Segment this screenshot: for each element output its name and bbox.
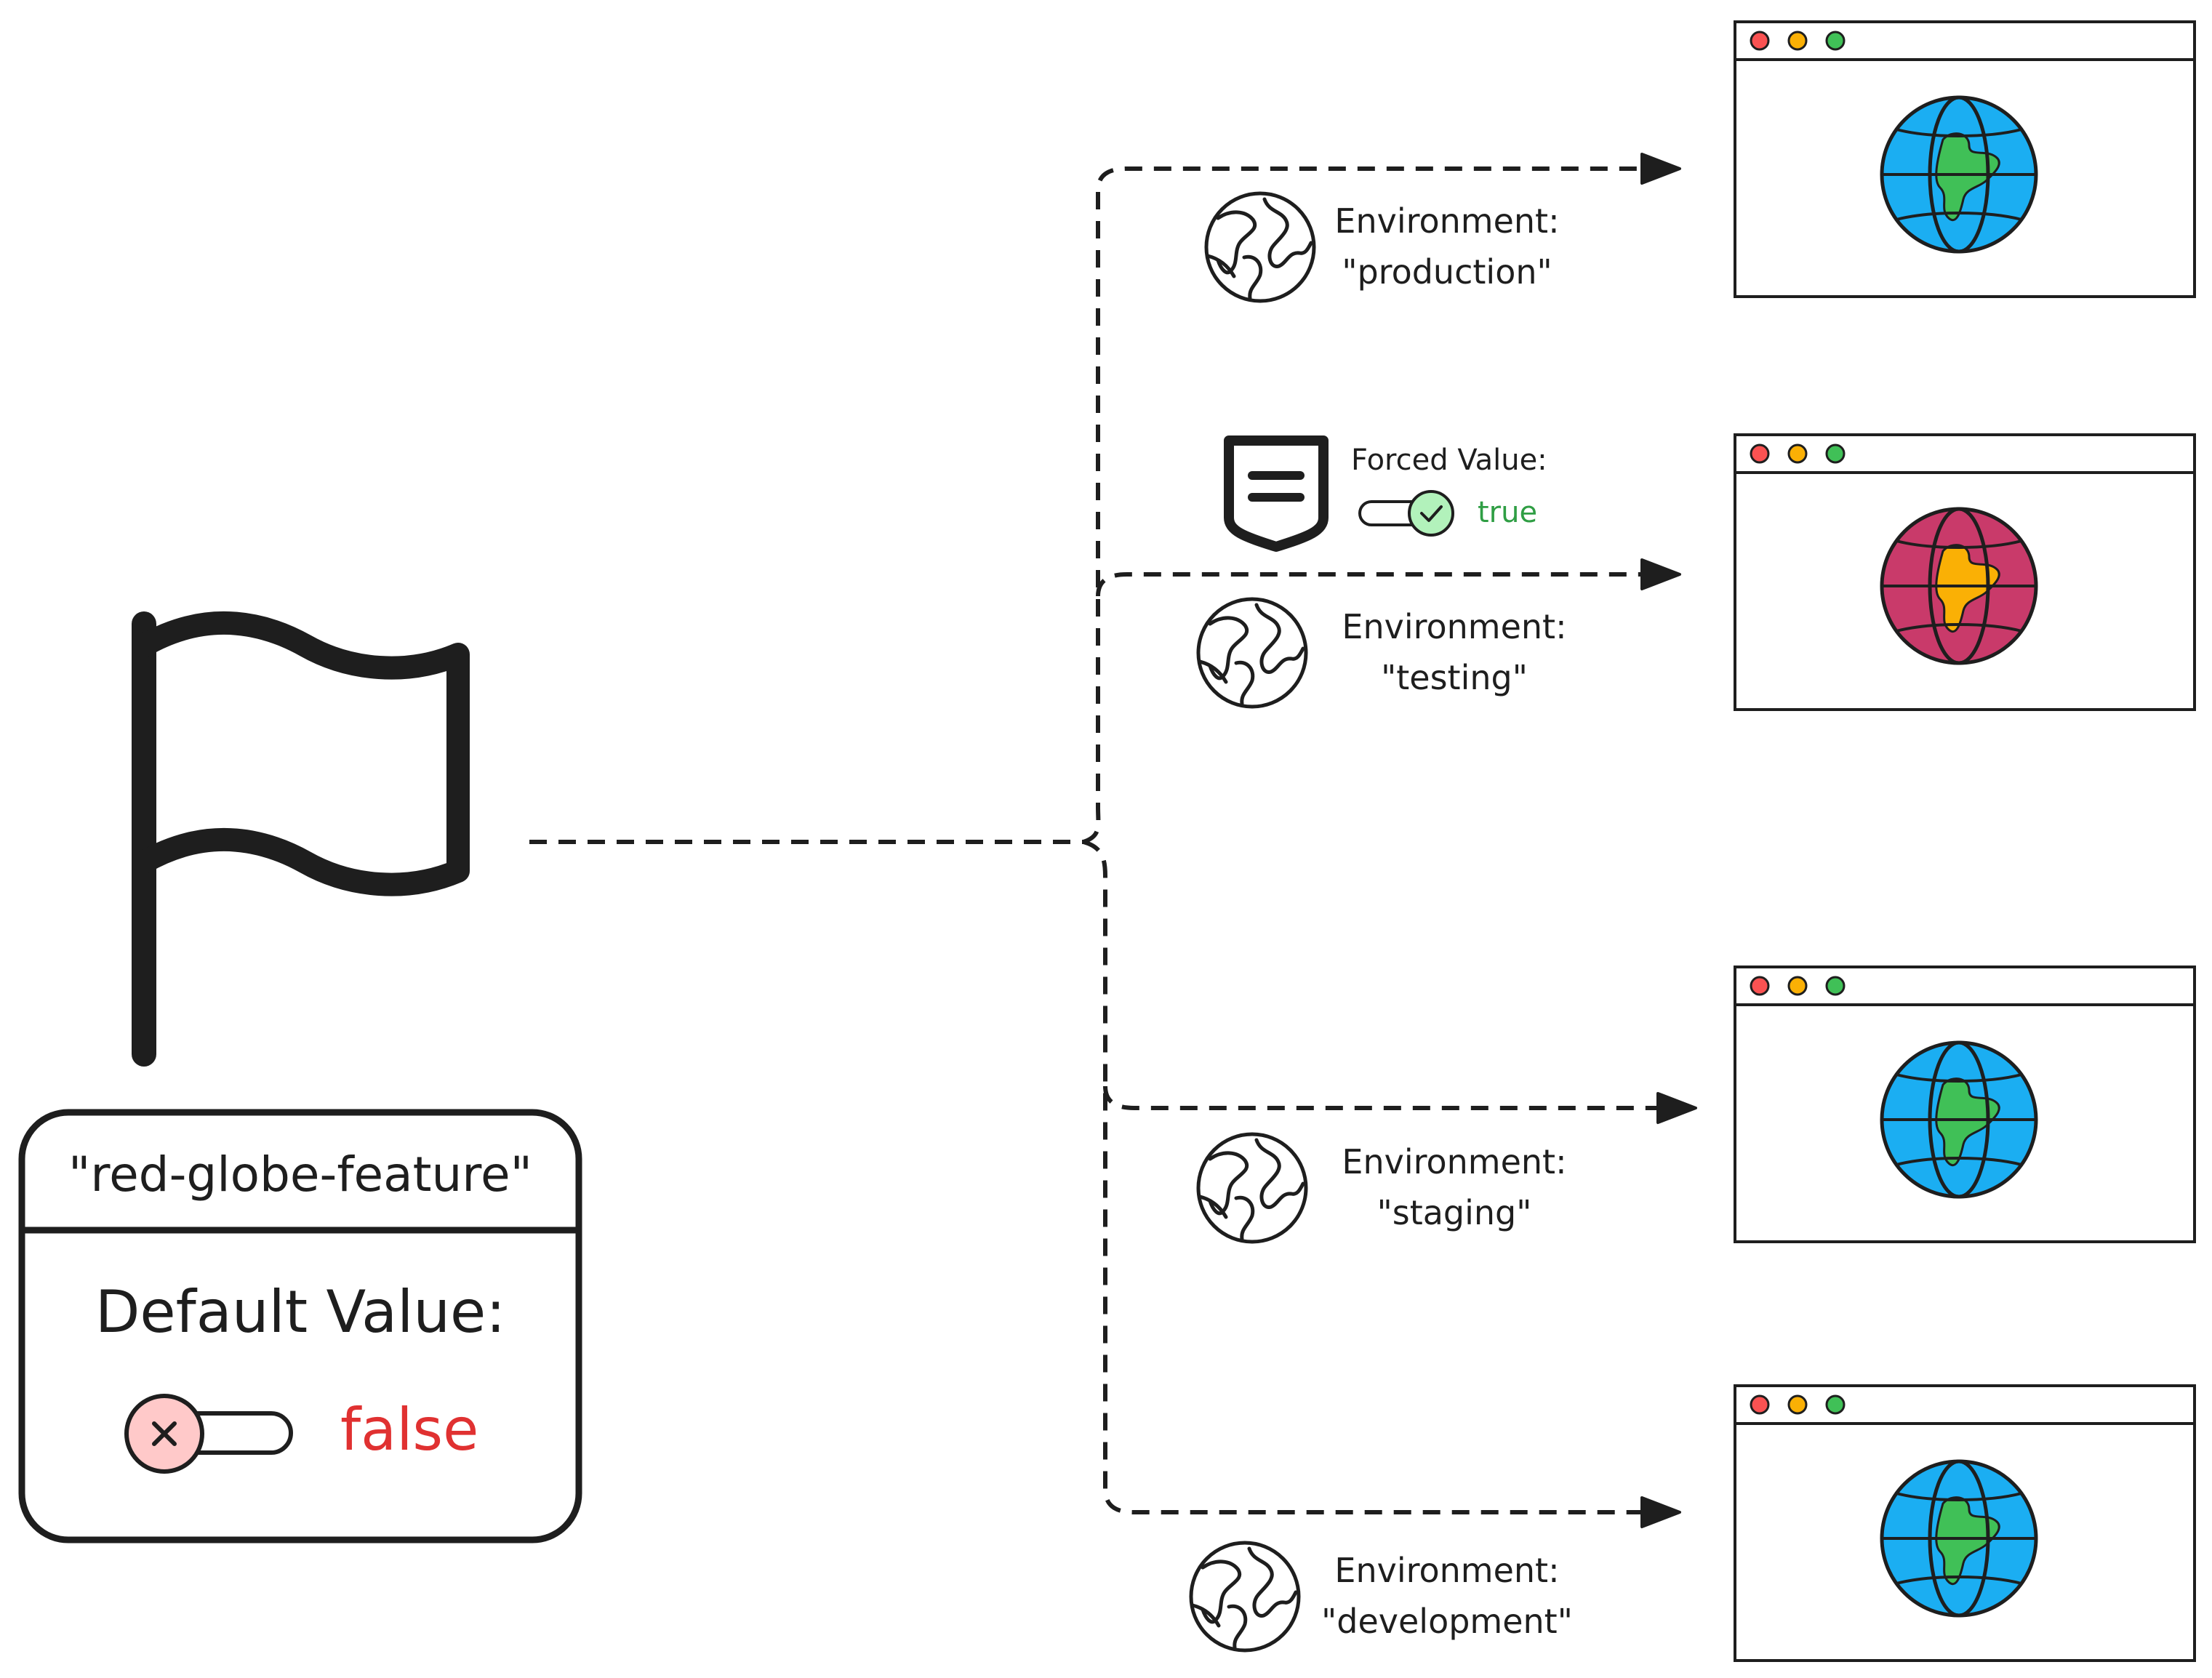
arrowhead-production xyxy=(1640,153,1681,185)
shield-icon xyxy=(1224,435,1329,552)
browser-window-production xyxy=(1734,20,2196,298)
connector-staging xyxy=(1103,1085,1659,1110)
env-testing-label: Environment: xyxy=(1342,607,1566,646)
connectors xyxy=(529,166,1659,1514)
env-staging-label: Environment: xyxy=(1342,1142,1566,1181)
arrowhead-development xyxy=(1640,1496,1681,1528)
globe-icon xyxy=(1191,1543,1299,1650)
globe-blue-icon xyxy=(1882,1461,2036,1615)
flag-icon xyxy=(132,611,470,1067)
env-development-name: "development" xyxy=(1321,1602,1573,1641)
connector-production xyxy=(1082,166,1643,844)
forced-toggle[interactable] xyxy=(1358,490,1454,537)
globe-icon xyxy=(1198,599,1306,707)
connector-development xyxy=(1083,840,1643,1514)
browser-window-development xyxy=(1734,1384,2196,1662)
globe-icon xyxy=(1198,1134,1306,1242)
arrowhead-testing xyxy=(1640,558,1681,590)
default-value-label: Default Value: xyxy=(95,1278,505,1346)
connector-testing xyxy=(1096,572,1643,597)
check-icon xyxy=(1420,505,1443,522)
globe-blue-icon xyxy=(1882,97,2036,252)
env-production-name: "production" xyxy=(1342,252,1552,292)
env-development-label: Environment: xyxy=(1334,1551,1559,1590)
globe-red-icon xyxy=(1882,509,2036,663)
default-value: false xyxy=(340,1396,478,1464)
env-testing-name: "testing" xyxy=(1381,658,1528,697)
env-staging-name: "staging" xyxy=(1377,1193,1532,1232)
browser-window-testing xyxy=(1734,433,2196,711)
arrowheads xyxy=(1640,153,1697,1528)
flag-name: "red-globe-feature" xyxy=(68,1147,532,1203)
x-icon xyxy=(152,1421,177,1446)
forced-value: Forced Value: true xyxy=(1224,435,1547,552)
env-production-label: Environment: xyxy=(1334,201,1559,241)
globe-blue-icon xyxy=(1882,1043,2036,1197)
default-toggle[interactable] xyxy=(124,1394,293,1474)
env-development: Environment: "development" xyxy=(1191,1543,1573,1650)
forced-value-label: Forced Value: xyxy=(1351,443,1547,477)
arrowhead-staging xyxy=(1656,1092,1697,1124)
browser-window-staging xyxy=(1734,966,2196,1243)
env-staging: Environment: "staging" xyxy=(1198,1134,1567,1242)
env-production: Environment: "production" xyxy=(1206,193,1560,301)
globe-icon xyxy=(1206,193,1314,301)
forced-value-value: true xyxy=(1478,496,1537,529)
flag-card: "red-globe-feature" Default Value: false xyxy=(18,1109,582,1543)
env-testing: Environment: "testing" xyxy=(1198,599,1567,707)
